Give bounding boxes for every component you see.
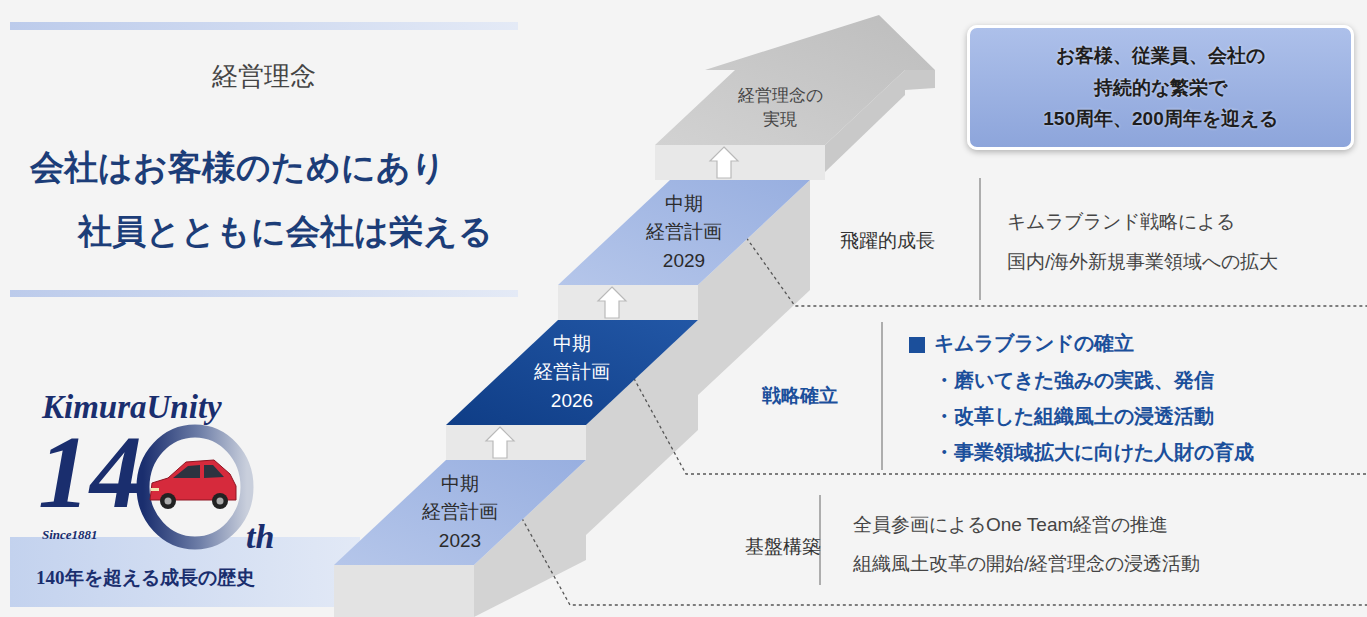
- car-illustration: [204, 465, 224, 478]
- stair-sides: [905, 70, 935, 90]
- stair-risers: [558, 285, 698, 320]
- plan-step: 中期 経営計画 2023: [334, 460, 586, 565]
- text-line: 2023: [439, 530, 481, 551]
- heading-bars: [10, 290, 518, 297]
- bullet-square: [909, 337, 925, 353]
- text-line: 中期: [553, 333, 591, 354]
- phase-name: 戦略確立: [762, 384, 838, 409]
- phase-name: 飛躍的成長: [840, 229, 935, 254]
- car-illustration: [160, 493, 176, 509]
- goal-arrow-face: [655, 15, 935, 145]
- text-line: 経営計画: [646, 221, 722, 242]
- leader-line: [743, 233, 1367, 306]
- up-arrow-icon: [486, 427, 514, 458]
- text-line: 経営計画: [534, 361, 610, 382]
- logo-suffix: th: [246, 515, 274, 559]
- heading-bars: [10, 22, 518, 297]
- goal-box-text: お客様、従業員、会社の 持続的な繁栄で 150周年、200周年を迎える: [1043, 40, 1277, 134]
- stair-sides: [334, 565, 474, 617]
- text-line: 150周年、200周年を迎える: [1043, 108, 1277, 129]
- logo-ring: [143, 431, 247, 543]
- text-line: 2026: [551, 390, 593, 411]
- car-illustration: [173, 465, 200, 478]
- car-illustration: [165, 498, 172, 505]
- stair-risers: [655, 145, 825, 180]
- logo-ring: [143, 431, 247, 543]
- divider-line: [882, 322, 883, 470]
- phase-name: 基盤構築: [745, 535, 821, 560]
- up-arrow-icon: [710, 147, 738, 178]
- goal-box: お客様、従業員、会社の 持続的な繁栄で 150周年、200周年を迎える: [967, 25, 1354, 150]
- text-line: 経営計画: [422, 501, 498, 522]
- divider-line: [980, 178, 981, 300]
- philosophy-line: 社員とともに会社は栄える: [78, 210, 493, 254]
- plan-step-face: [334, 460, 586, 565]
- leader-line: [519, 233, 1367, 605]
- plan-step-text: 中期 経営計画 2029: [646, 190, 722, 276]
- stair-risers: [446, 145, 825, 460]
- plan-step-text: 中期 経営計画 2026: [534, 330, 610, 416]
- philosophy-line: 会社はお客様のためにあり: [30, 146, 446, 190]
- goal-arrow: 経営理念の 実現: [700, 80, 860, 135]
- bullet-square: [909, 337, 925, 353]
- text-line: 中期: [441, 473, 479, 494]
- text-line: お客様、従業員、会社の: [1056, 45, 1265, 66]
- phase-description: キムラブランド戦略による 国内/海外新規事業領域への拡大: [1007, 202, 1278, 282]
- logo-number: 14: [38, 420, 142, 524]
- text-line: 中期: [665, 193, 703, 214]
- car-illustration: [217, 498, 224, 505]
- text-line: 経営理念の: [738, 86, 823, 105]
- car-illustration: [151, 488, 159, 491]
- text-line: キムラブランド戦略による: [1007, 211, 1235, 232]
- stair-risers: [446, 425, 586, 460]
- strategy-item: ・事業領域拡大に向けた人財の育成: [934, 439, 1254, 465]
- strategy-item: ・改革した組織風土の浸透活動: [934, 403, 1214, 429]
- plan-step: 中期 経営計画 2026: [446, 320, 698, 425]
- car-illustration: [212, 493, 228, 509]
- plan-step: 中期 経営計画 2029: [558, 180, 810, 285]
- car-illustration: [150, 460, 236, 509]
- logo-since: Since1881: [42, 527, 98, 544]
- phase-description: 組織風土改革の開始/経営理念の浸透活動: [853, 552, 1200, 577]
- logo-caption: 140年を超える成長の歴史: [36, 566, 255, 591]
- heading: 経営理念: [10, 60, 518, 94]
- goal-arrow-text: 経営理念の 実現: [738, 84, 823, 132]
- plan-step-face: [558, 180, 810, 285]
- text-line: 持続的な繁栄で: [1094, 77, 1227, 98]
- strategy-heading: キムラブランドの確立: [934, 330, 1134, 356]
- heading-bars: [10, 22, 518, 30]
- plan-step-text: 中期 経営計画 2023: [422, 470, 498, 556]
- up-arrow-icon: [598, 287, 626, 318]
- text-line: 2029: [663, 250, 705, 271]
- text-line: 実現: [763, 110, 797, 129]
- plan-step-face: [446, 320, 698, 425]
- text-line: 国内/海外新規事業領域への拡大: [1007, 251, 1278, 272]
- phase-description: 全員参画によるOne Team経営の推進: [853, 513, 1168, 538]
- leader-line: [519, 513, 1367, 605]
- strategy-item: ・磨いてきた強みの実践、発信: [934, 367, 1214, 393]
